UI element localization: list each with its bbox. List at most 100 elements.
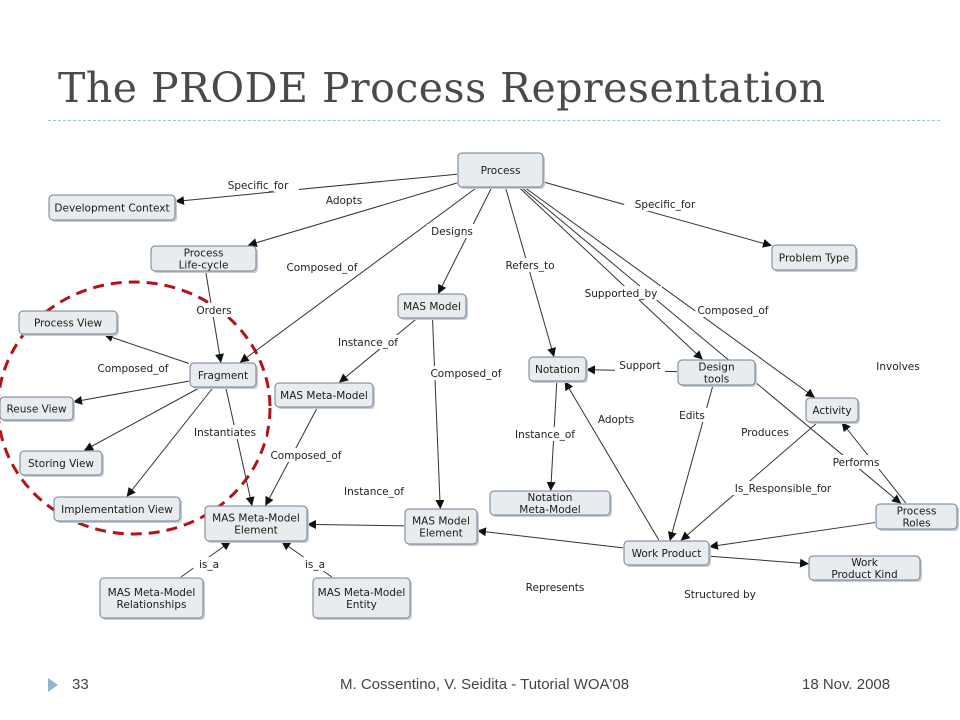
edge-process-to-lifecycle	[247, 182, 458, 248]
edge-label-background	[869, 359, 927, 373]
edge-label-masmodel-to-modelelement: Composed_of	[430, 368, 501, 380]
edge-label-background	[330, 335, 406, 349]
edge-label-notation-to-notationmm: Instance_of	[515, 429, 575, 441]
edge-processroles-to-workproduct	[709, 522, 876, 550]
edge-label-process-to-problem: Specific_for	[635, 199, 696, 211]
edge-label-process-to-designtools: Supported_by	[585, 288, 658, 300]
edge-label-mmrel-to-mmelement: is_a	[199, 559, 219, 571]
edge-label-modelelement-to-mmelement: Instance_of	[344, 486, 404, 498]
node-label-masmodel: MAS Model	[403, 301, 461, 313]
node-label-notation: Notation	[535, 364, 580, 376]
edge-process-to-activity	[525, 187, 815, 398]
edge-label-background	[193, 557, 225, 571]
edge-label-background	[624, 197, 706, 211]
node-box	[274, 382, 374, 408]
edge-label-background	[507, 427, 583, 441]
edge-label-process-to-processroles: Involves	[876, 361, 919, 373]
edge-label-process-to-lifecycle: Adopts	[326, 195, 362, 207]
node-box	[48, 194, 176, 221]
edge-label-background	[614, 358, 666, 372]
node-box	[489, 490, 611, 516]
edge-label-workproduct-to-notation: Adopts	[598, 414, 634, 426]
footer-bullet-icon	[48, 678, 58, 692]
node-implview: Implementation View	[53, 496, 182, 523]
node-fragment: Fragment	[189, 362, 258, 389]
edge-label-fragment-to-mmelement: Instantiates	[194, 427, 256, 439]
edge-process-to-processroles	[521, 187, 902, 504]
footer-authors: M. Cossentino, V. Seidita - Tutorial WOA…	[340, 676, 630, 693]
edge-label-activity-to-workproduct: Produces	[741, 427, 789, 439]
edge-label-background	[594, 412, 638, 426]
node-label-activity: Activity	[812, 405, 851, 417]
edge-label-designtools-to-workproduct: Edits	[679, 410, 705, 422]
node-box	[404, 508, 478, 545]
edge-workproduct-to-notation	[564, 381, 660, 541]
node-label-implview: Implementation View	[61, 504, 173, 516]
edge-label-process-to-masmodel: Designs	[431, 226, 473, 238]
node-box	[312, 577, 411, 619]
node-box	[0, 396, 74, 421]
node-box	[528, 356, 587, 382]
edge-label-background	[217, 178, 299, 192]
edge-fragment-to-processview	[103, 333, 190, 364]
slide-title: The PRODE Process Representation	[58, 64, 826, 112]
node-notation: Notation	[528, 356, 588, 383]
edge-label-mmentity-to-mmelement: is_a	[305, 559, 325, 571]
node-box	[771, 244, 857, 271]
edge-label-background	[498, 258, 562, 272]
title-divider	[48, 120, 940, 121]
node-box	[808, 555, 921, 581]
node-label-process: Process	[481, 165, 521, 177]
node-label-workproduct: Work Product	[632, 548, 702, 560]
node-workproduct: Work Product	[623, 540, 711, 567]
edge-label-process-to-devctx: Specific_for	[228, 180, 289, 192]
highlight-ellipse	[0, 280, 272, 536]
edge-masmodel-to-modelelement	[432, 318, 445, 509]
node-label-devctx: Development Context	[54, 203, 169, 215]
edge-label-designtools-to-notation: Support	[619, 360, 661, 372]
node-masmodel: MAS Model	[397, 293, 468, 320]
edge-process-to-designtools	[519, 187, 703, 360]
edge-masmodel-to-masmetamodel	[339, 318, 417, 383]
node-box	[150, 245, 257, 272]
edge-fragment-to-implview	[126, 387, 214, 497]
edge-label-background	[299, 557, 331, 571]
edge-label-background	[268, 448, 344, 462]
edge-label-background	[322, 193, 366, 207]
edge-process-to-devctx	[175, 173, 458, 206]
edge-label-masmodel-to-masmetamodel: Instance_of	[338, 337, 398, 349]
edge-label-processroles-to-activity: Performs	[833, 457, 880, 469]
edge-label-background	[580, 286, 662, 300]
node-label-problem: Problem Type	[779, 253, 849, 265]
edge-label-workproduct-to-wpkind: Structured by	[684, 589, 756, 601]
node-box	[19, 450, 103, 476]
edge-label-process-to-notation: Refers_to	[505, 260, 554, 272]
node-box	[397, 293, 467, 319]
edge-label-process-to-activity: Composed_of	[697, 305, 768, 317]
node-process: Process	[457, 152, 545, 189]
edge-label-background	[520, 580, 590, 594]
node-processview: Process View	[18, 310, 119, 336]
edge-fragment-to-reuseview	[73, 380, 190, 405]
node-box	[623, 540, 710, 566]
node-box	[875, 503, 958, 530]
edge-label-masmetamodel-to-mmelement: Composed_of	[270, 450, 341, 462]
node-activity: Activity	[805, 397, 860, 424]
node-label-processview: Process View	[34, 318, 102, 330]
node-box	[189, 362, 257, 388]
edge-label-background	[673, 408, 711, 422]
